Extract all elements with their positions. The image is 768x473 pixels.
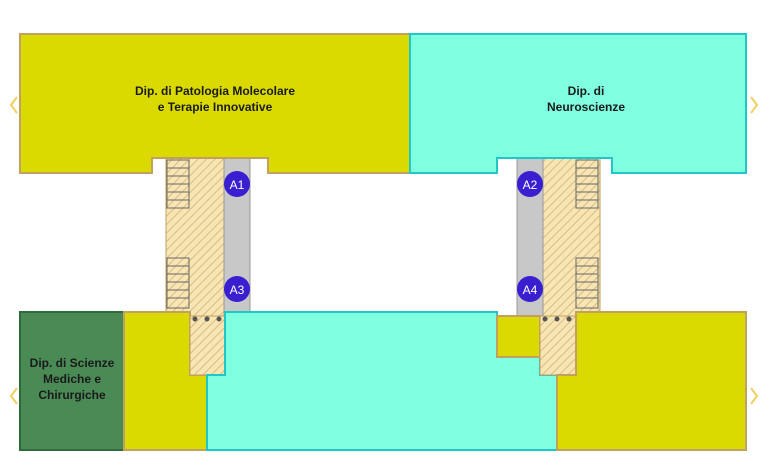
dept-scienze-mediche-label-line1: Dip. di Scienze — [30, 356, 115, 370]
marker-a4[interactable]: A4 — [517, 276, 543, 302]
restroom-icons-left — [192, 316, 222, 322]
nav-left-bottom[interactable] — [8, 386, 20, 406]
yellow-wing-bottom-right[interactable] — [556, 311, 747, 451]
dept-scienze-mediche-area[interactable] — [19, 311, 125, 451]
dept-patologia-label-line1: Dip. di Patologia Molecolare — [135, 84, 295, 98]
chevron-right-icon — [750, 387, 759, 405]
chevron-left-icon — [9, 387, 18, 405]
dept-scienze-mediche-label-line2: Mediche e — [43, 372, 101, 386]
dept-scienze-mediche-label-line3: Chirurgiche — [38, 388, 106, 402]
marker-a3[interactable]: A3 — [224, 276, 250, 302]
marker-a1[interactable]: A1 — [224, 171, 250, 197]
nav-right-top[interactable] — [748, 95, 760, 115]
dept-patologia-label-line2: e Terapie Innovative — [158, 100, 273, 114]
nav-left-top[interactable] — [8, 95, 20, 115]
dept-neuroscienze-area[interactable] — [409, 33, 747, 174]
dept-neuroscienze-label-line1: Dip. di — [568, 84, 605, 98]
marker-a3-label: A3 — [230, 283, 245, 297]
marker-a2[interactable]: A2 — [517, 171, 543, 197]
corridor-bottom-right — [539, 315, 577, 376]
marker-a2-label: A2 — [523, 178, 538, 192]
corridor-bottom-left — [189, 315, 226, 376]
marker-a1-label: A1 — [230, 178, 245, 192]
dept-neuroscienze-label-line2: Neuroscienze — [547, 100, 625, 114]
stairs-left — [166, 159, 190, 309]
stairs-right — [575, 159, 599, 309]
chevron-right-icon — [750, 96, 759, 114]
chevron-left-icon — [9, 96, 18, 114]
restroom-icons-right — [542, 316, 572, 322]
yellow-block-center[interactable] — [496, 315, 541, 358]
marker-a4-label: A4 — [523, 283, 538, 297]
nav-right-bottom[interactable] — [748, 386, 760, 406]
